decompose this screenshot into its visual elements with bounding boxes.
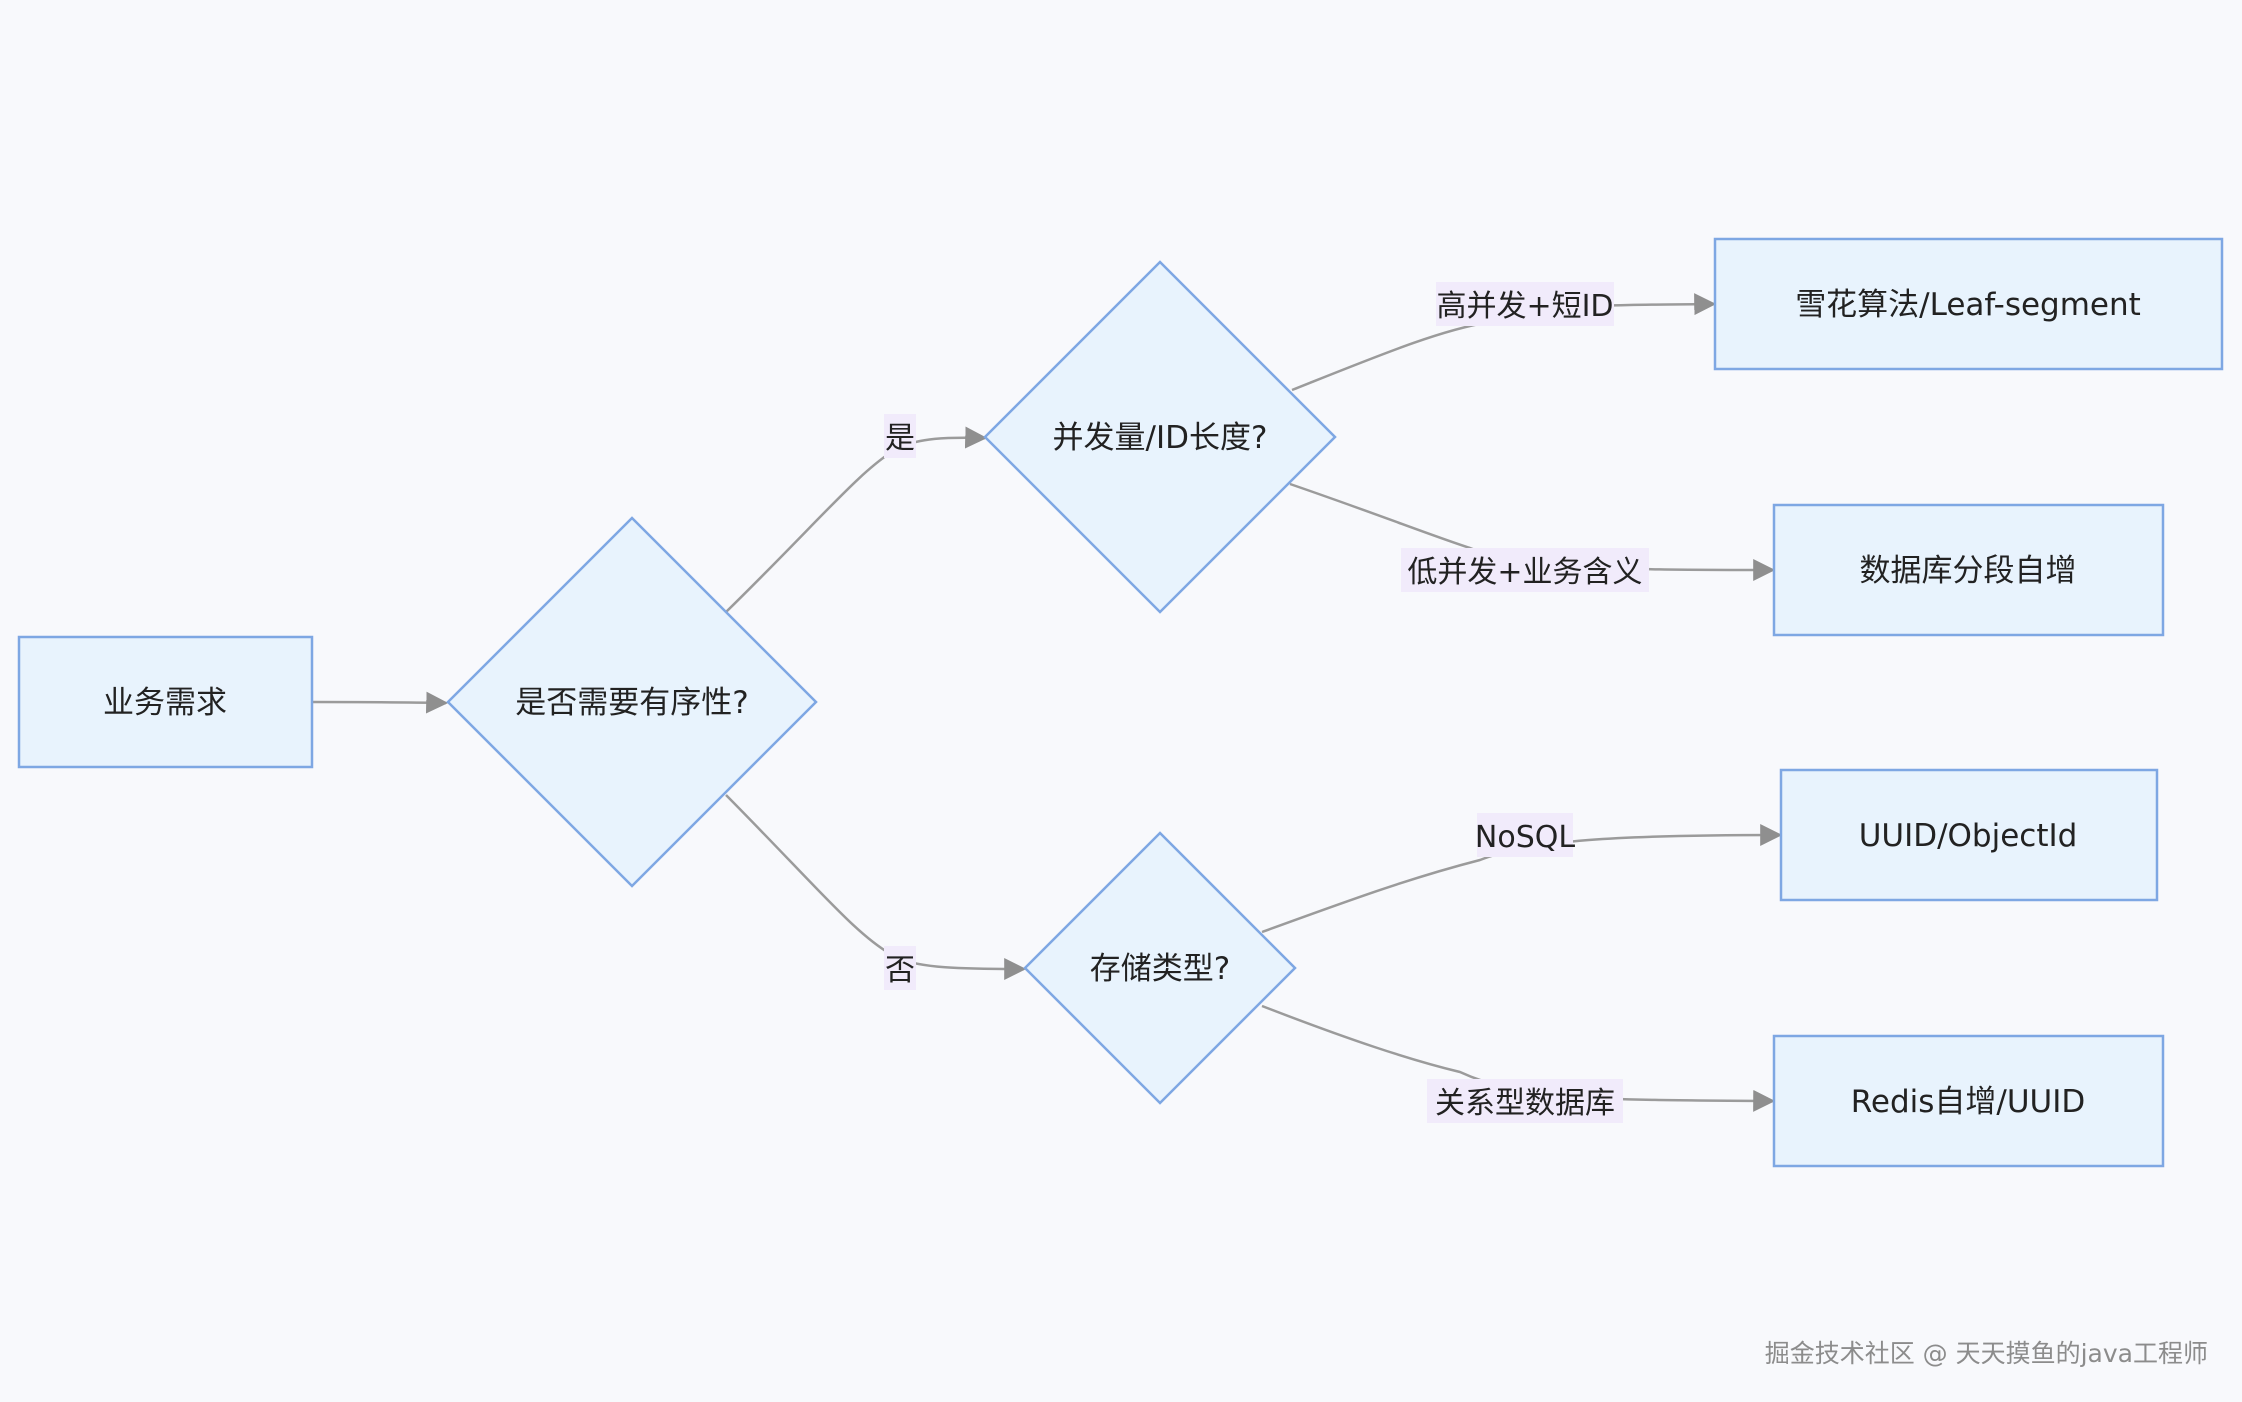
decision-storage[interactable]: 存储类型? <box>1023 831 1297 1105</box>
edge-ordered-no <box>725 794 1027 980</box>
decision-storage-label: 存储类型? <box>1090 951 1230 987</box>
decision-ordered[interactable]: 是否需要有序性? <box>446 516 818 888</box>
edge-labels: 是 否 高并发+短ID 低并发+业务含义 NoSQL 关系型数据库 <box>884 282 1649 1123</box>
decision-concurrency-label: 并发量/ID长度? <box>1053 420 1268 456</box>
node-redis-uuid[interactable]: Redis自增/UUID <box>1772 1034 2165 1168</box>
edge-storage-relational <box>1261 1004 1776 1112</box>
nodes: 业务需求 是否需要有序性? 并发量/ID长度? 存储类型? 雪花算法/Leaf-… <box>17 237 2224 1168</box>
edge-start-to-ordered <box>311 691 449 714</box>
node-snowflake-label: 雪花算法/Leaf-segment <box>1795 287 2141 323</box>
node-uuid-objectid[interactable]: UUID/ObjectId <box>1779 768 2159 902</box>
edge-label-no: 否 <box>885 953 915 988</box>
edge-storage-nosql <box>1261 824 1783 934</box>
edge-label-low-concurrency: 低并发+业务含义 <box>1407 555 1642 590</box>
decision-ordered-label: 是否需要有序性? <box>515 685 748 721</box>
node-business-requirement-label: 业务需求 <box>103 685 227 721</box>
node-business-requirement[interactable]: 业务需求 <box>17 635 314 769</box>
edge-label-high-concurrency: 高并发+短ID <box>1436 289 1613 324</box>
decision-concurrency[interactable]: 并发量/ID长度? <box>983 260 1337 614</box>
node-db-segment-label: 数据库分段自增 <box>1860 553 2077 589</box>
node-db-segment[interactable]: 数据库分段自增 <box>1772 503 2165 637</box>
node-uuid-objectid-label: UUID/ObjectId <box>1859 818 2078 854</box>
watermark: 掘金技术社区 @ 天天摸鱼的java工程师 <box>1764 1339 2208 1368</box>
node-redis-uuid-label: Redis自增/UUID <box>1851 1084 2086 1120</box>
edge-label-nosql: NoSQL <box>1475 820 1575 855</box>
edge-label-yes: 是 <box>885 421 915 456</box>
edge-label-relational-db: 关系型数据库 <box>1435 1086 1615 1121</box>
node-snowflake[interactable]: 雪花算法/Leaf-segment <box>1713 237 2224 371</box>
edge-ordered-yes <box>725 426 988 613</box>
